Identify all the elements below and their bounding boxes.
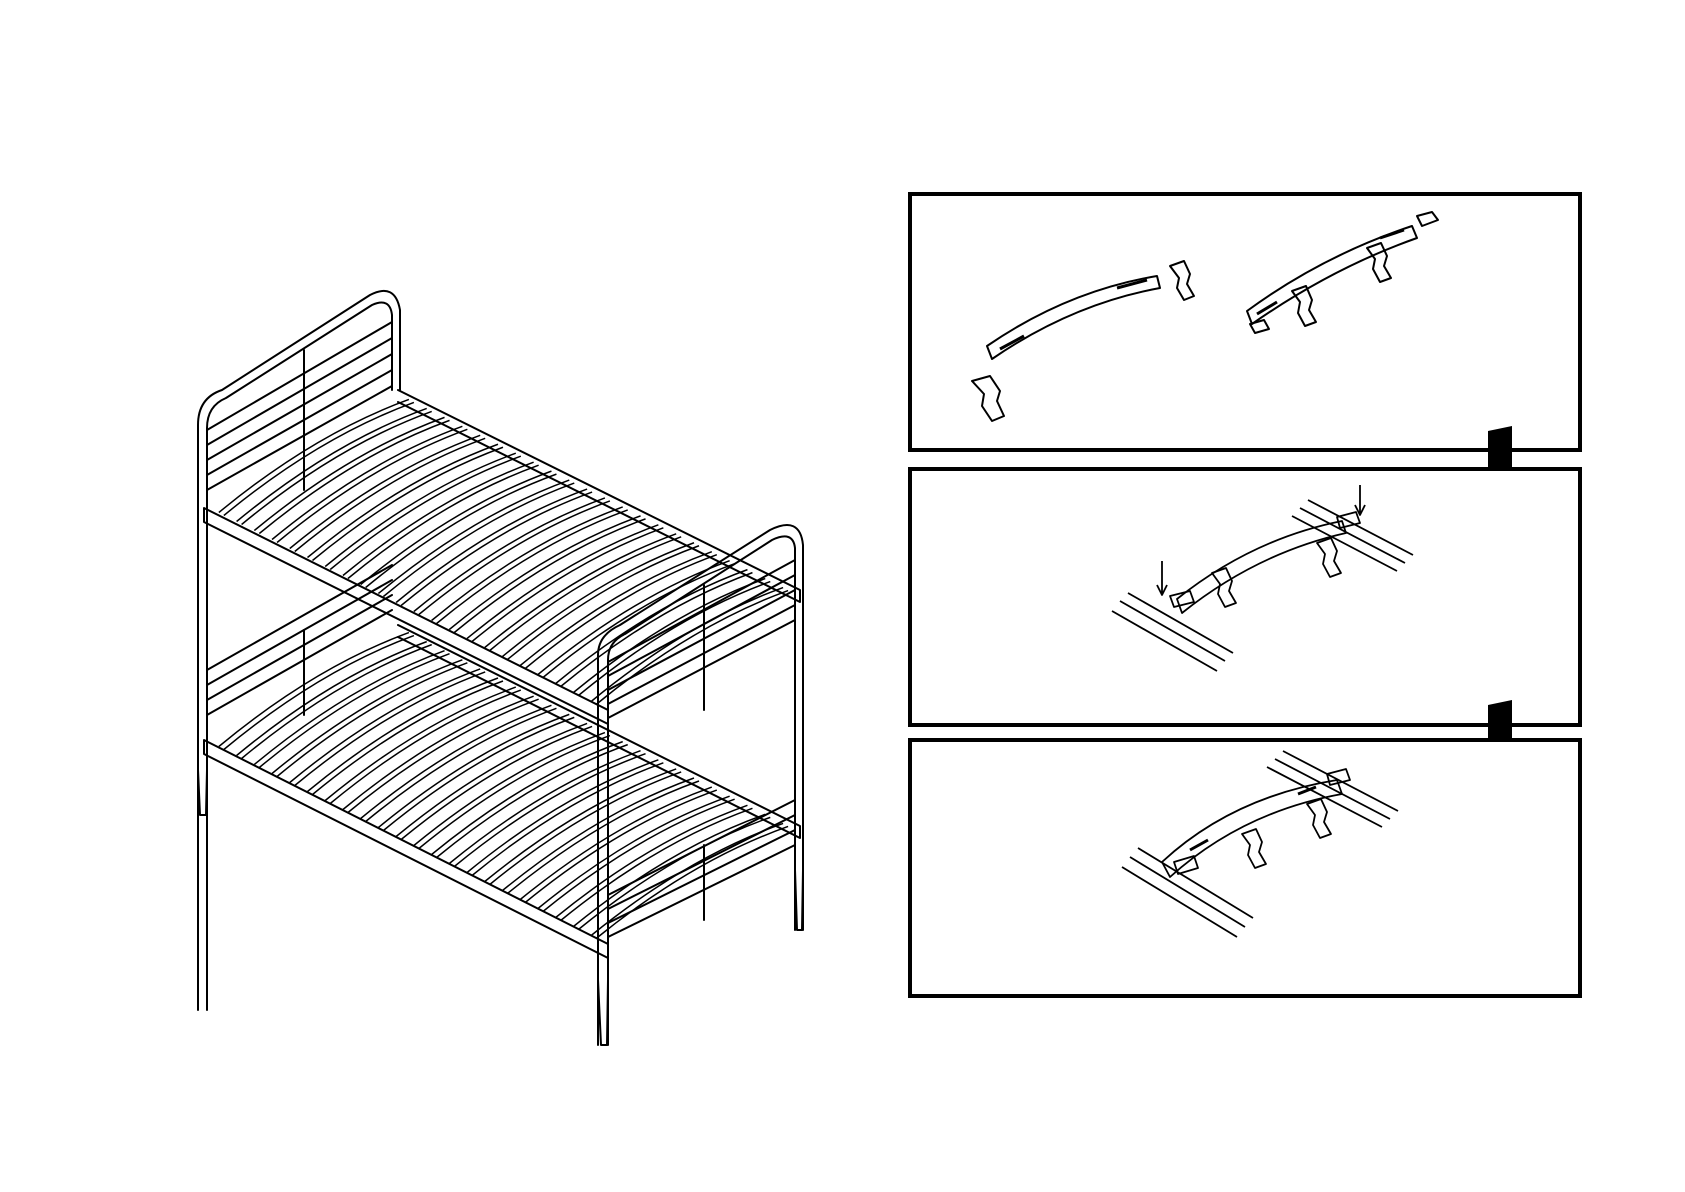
bed-slat-edge xyxy=(596,591,788,705)
bed-slat-edge xyxy=(330,690,521,803)
bed-slat-edge xyxy=(383,717,574,830)
bed-slat-edge xyxy=(525,790,717,902)
bed-slat-edge xyxy=(401,726,592,839)
lower-front-rail xyxy=(204,740,608,958)
bed-slat-edge xyxy=(437,745,628,858)
step-2-illustration xyxy=(912,471,1578,723)
end-cap-left xyxy=(1170,591,1194,607)
clip-top-mid xyxy=(1170,261,1194,300)
bed-slat-edge xyxy=(543,799,735,911)
bed-slat-edge xyxy=(259,420,449,533)
clip-bottom-left xyxy=(972,376,1004,421)
slat-left xyxy=(987,276,1160,359)
bed-slat-edge xyxy=(596,826,788,938)
bed-slat-edge xyxy=(437,510,628,624)
bed-slat-edge xyxy=(525,555,717,669)
step-3-illustration xyxy=(912,742,1578,994)
step-3-panel xyxy=(908,738,1582,998)
slat-right xyxy=(1247,226,1417,324)
press-arrow-left xyxy=(1157,561,1167,595)
bed-slat-edge xyxy=(419,501,610,615)
rail-right xyxy=(1292,500,1413,571)
bunk-bed-illustration xyxy=(0,0,860,1100)
bed-slat-edge xyxy=(242,645,432,759)
clip-right-a xyxy=(1292,286,1316,326)
bed-slat-edge xyxy=(366,708,557,821)
bed-slat-edge xyxy=(383,483,574,596)
right-headboard-bars xyxy=(608,560,795,718)
bed-slat-edge xyxy=(366,474,557,587)
bed-slat-edge xyxy=(348,699,539,812)
bed-slat-edge xyxy=(454,754,645,867)
bed-slat-edge xyxy=(295,438,485,551)
bed-slat-edge xyxy=(242,411,432,524)
step-2-panel xyxy=(908,467,1582,727)
slat xyxy=(1177,521,1346,613)
bed-slat-edge xyxy=(490,772,681,885)
end-cap-right xyxy=(1327,769,1350,785)
end-cap-left xyxy=(1250,320,1269,333)
bed-slat-edge xyxy=(313,447,504,560)
bed-slat-edge xyxy=(401,492,592,605)
bed-slat-edge xyxy=(277,663,467,777)
step-1-panel xyxy=(908,192,1582,452)
bed-slat-edge xyxy=(330,456,521,569)
bed-slat-edge xyxy=(295,672,485,786)
bed-slat-edge xyxy=(561,573,753,687)
bed-slat-edge xyxy=(490,537,681,651)
bed-slat-edge xyxy=(348,465,539,578)
bed-slat-edge xyxy=(454,519,645,633)
end-cap-right xyxy=(1417,212,1438,226)
left-headboard-bars xyxy=(207,322,392,490)
end-cap-left xyxy=(1174,856,1198,874)
bed-slat-edge xyxy=(277,429,467,542)
bed-slat-edge xyxy=(259,654,449,768)
bed-slat-edge xyxy=(472,763,663,876)
press-arrow-right xyxy=(1355,485,1365,515)
rail-right xyxy=(1267,751,1398,827)
bed-slat-edge xyxy=(419,736,610,849)
step-1-illustration xyxy=(912,196,1578,448)
bed-slat-edge xyxy=(472,528,663,642)
bed-slat-edge xyxy=(313,681,504,795)
